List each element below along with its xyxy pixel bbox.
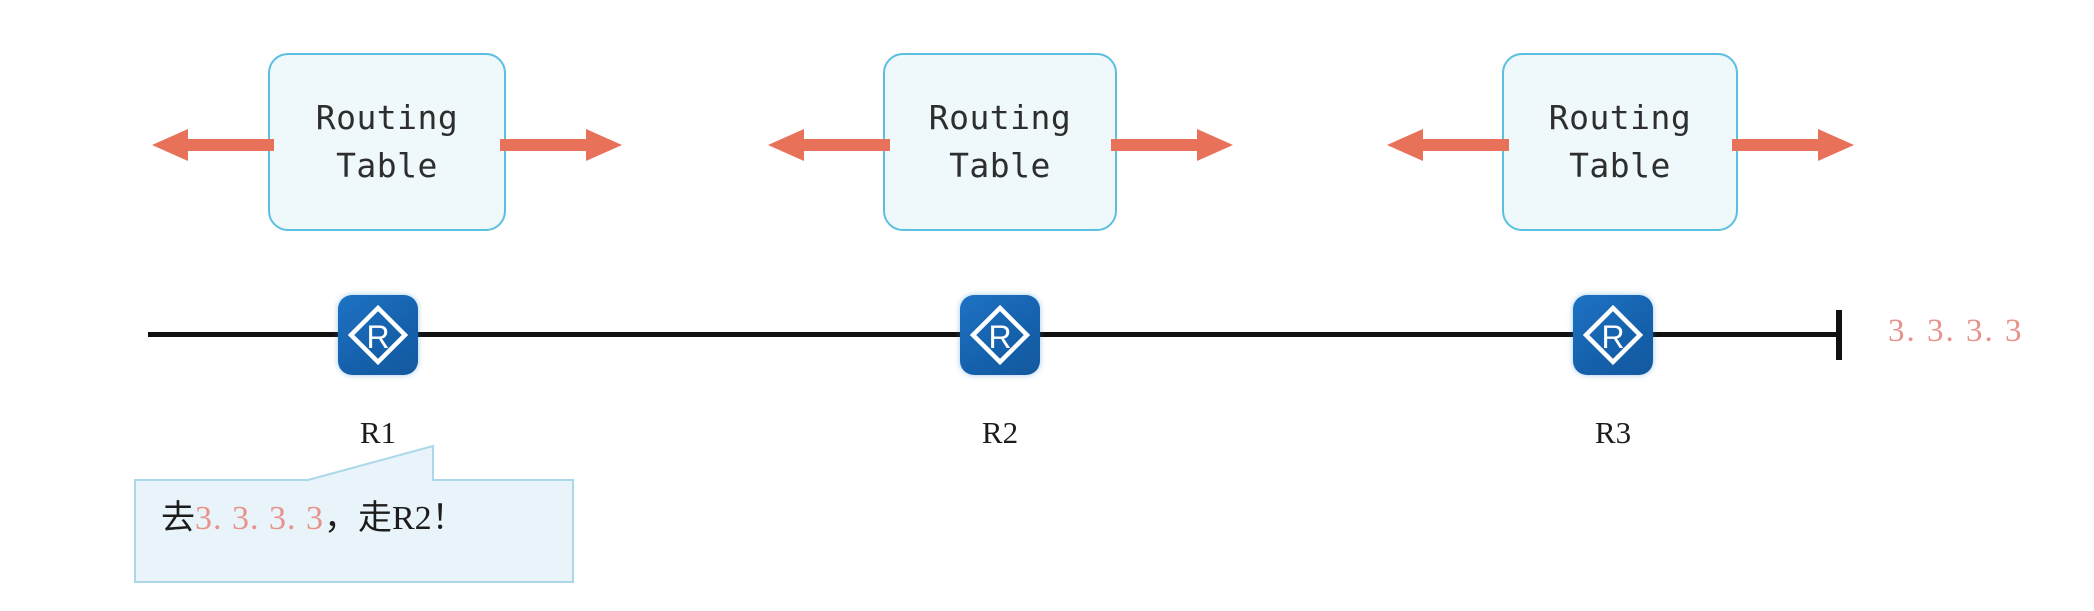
svg-text:R: R — [1601, 319, 1624, 355]
callout-prefix: 去 — [161, 498, 195, 538]
router-icon-r1[interactable]: R — [338, 295, 418, 375]
arrow-left-icon-1 — [148, 125, 274, 165]
arrow-right-icon-1 — [500, 125, 626, 165]
router-icon-r3[interactable]: R — [1573, 295, 1653, 375]
callout-text: 去3. 3. 3. 3，走R2！ — [161, 490, 466, 539]
router-label-r2: R2 — [981, 415, 1019, 450]
router-label-r3: R3 — [1594, 415, 1632, 450]
callout-suffix: ，走R2！ — [324, 500, 466, 537]
routing-table-label-3: Routing Table — [1548, 98, 1692, 185]
arrow-left-icon-3 — [1383, 125, 1509, 165]
line-terminator-icon — [1836, 310, 1842, 360]
routing-table-label-1: Routing Table — [315, 98, 459, 185]
router-label-r1: R1 — [359, 415, 397, 450]
routing-decision-callout: 去3. 3. 3. 3，走R2！ — [133, 442, 575, 584]
arrow-right-icon-3 — [1732, 125, 1858, 165]
arrow-left-icon-2 — [764, 125, 890, 165]
callout-ip: 3. 3. 3. 3 — [195, 500, 324, 537]
svg-text:R: R — [988, 319, 1011, 355]
routing-table-box-1: Routing Table — [268, 53, 506, 231]
destination-ip-label: 3. 3. 3. 3 — [1888, 313, 2024, 349]
routing-table-box-3: Routing Table — [1502, 53, 1738, 231]
router-icon-r2[interactable]: R — [960, 295, 1040, 375]
routing-table-label-2: Routing Table — [928, 98, 1072, 185]
arrow-right-icon-2 — [1111, 125, 1237, 165]
routing-table-box-2: Routing Table — [883, 53, 1117, 231]
svg-text:R: R — [366, 319, 389, 355]
